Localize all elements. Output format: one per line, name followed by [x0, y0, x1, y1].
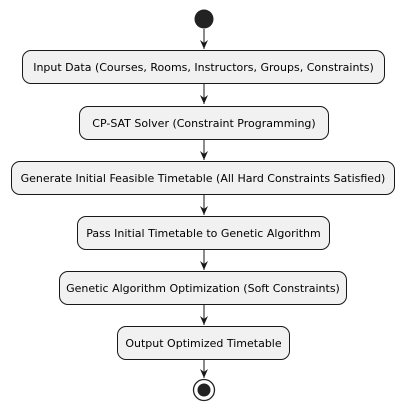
- step-input-data: Input Data (Courses, Rooms, Instructors,…: [22, 50, 385, 84]
- step-output-optimized-timetable: Output Optimized Timetable: [117, 326, 290, 360]
- start-node: [194, 9, 214, 29]
- step-generate-initial-timetable: Generate Initial Feasible Timetable (All…: [11, 161, 395, 195]
- end-node-core: [197, 383, 211, 397]
- step-pass-to-genetic-algorithm: Pass Initial Timetable to Genetic Algori…: [77, 216, 330, 250]
- step-genetic-algorithm-optimization: Genetic Algorithm Optimization (Soft Con…: [59, 271, 347, 305]
- step-cp-sat-solver: CP-SAT Solver (Constraint Programming): [79, 106, 329, 140]
